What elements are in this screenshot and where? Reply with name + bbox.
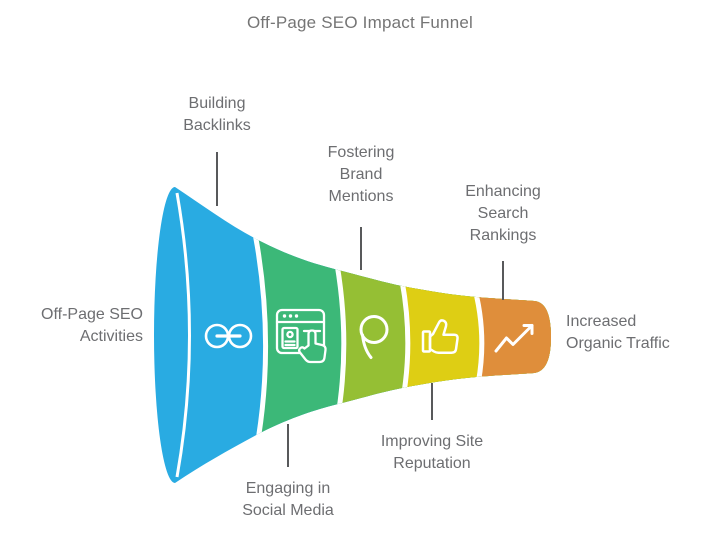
stage-label-improving-site-reputation: Improving Site Reputation — [380, 433, 484, 472]
funnel-result-label: Increased Organic Traffic — [566, 313, 670, 352]
browser-engagement-icon — [275, 308, 327, 364]
funnel-mouth-rim — [175, 192, 191, 478]
chain-link-icon — [204, 323, 253, 349]
hand-cursor-icon — [297, 329, 327, 364]
funnel-source-label: Off-Page SEO Activities — [41, 306, 143, 345]
stage-label-engaging-social-media: Engaging in Social Media — [242, 480, 334, 519]
thumbs-up-icon — [421, 319, 459, 354]
stage-label-enhancing-search-rankings: Enhancing Search Rankings — [465, 183, 541, 244]
stage-label-building-backlinks: Building Backlinks — [183, 95, 251, 134]
brand-pin-icon — [359, 315, 389, 359]
stage-label-fostering-brand-mentions: Fostering Brand Mentions — [327, 144, 395, 205]
trend-up-icon — [494, 324, 534, 353]
page-title: Off-Page SEO Impact Funnel — [247, 13, 473, 32]
leader-lines — [216, 152, 504, 467]
